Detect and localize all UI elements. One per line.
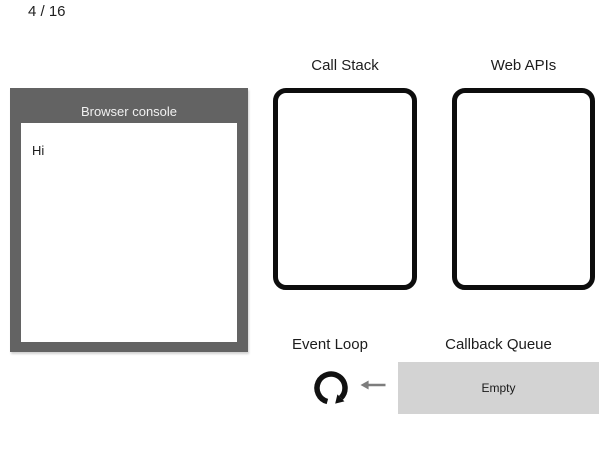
- callback-queue-box: Empty: [398, 362, 599, 414]
- slide-counter: 4 / 16: [28, 3, 66, 20]
- web-apis-label: Web APIs: [490, 57, 557, 74]
- event-loop-icon: [314, 371, 348, 405]
- queue-to-loop-arrow-icon: [360, 380, 386, 390]
- browser-console-screen: Hi: [21, 123, 237, 342]
- call-stack-box: [273, 88, 417, 290]
- browser-console: Browser console Hi: [10, 88, 248, 352]
- call-stack-label: Call Stack: [311, 57, 379, 74]
- browser-console-title: Browser console: [80, 104, 178, 119]
- console-log-line: Hi: [32, 143, 45, 158]
- callback-queue-status: Empty: [481, 381, 516, 395]
- callback-queue-label: Callback Queue: [445, 336, 552, 353]
- event-loop-label: Event Loop: [292, 336, 368, 353]
- web-apis-box: [452, 88, 595, 290]
